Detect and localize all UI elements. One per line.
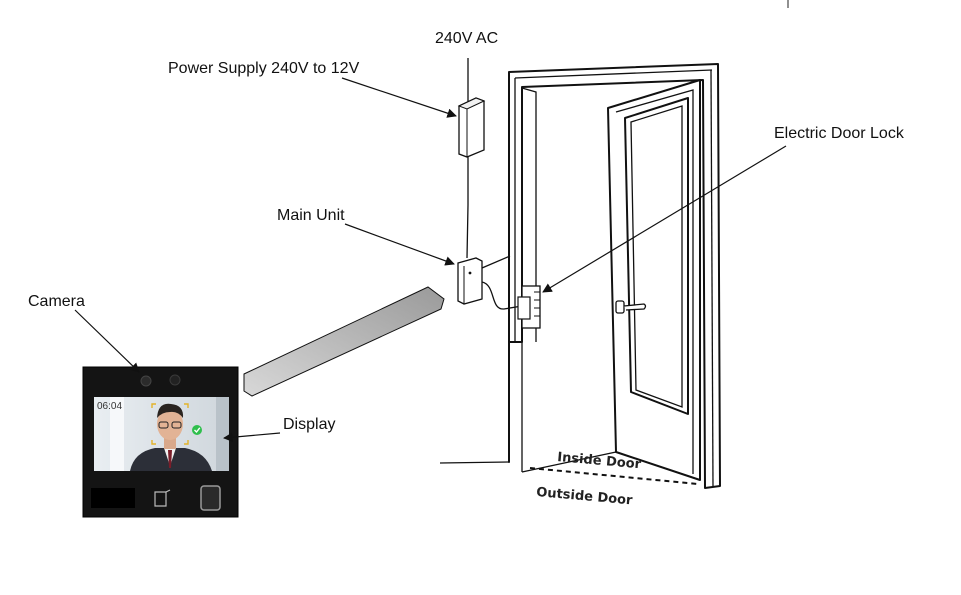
face-recognition-device: 06:04 xyxy=(82,366,239,518)
door-frame xyxy=(508,63,721,489)
power-wire xyxy=(466,157,469,259)
arrow-main-unit xyxy=(344,223,455,266)
door-leaf xyxy=(607,79,701,481)
label-power-supply: Power Supply 240V to 12V xyxy=(168,60,360,77)
label-240v-ac: 240V AC xyxy=(435,30,498,47)
electric-door-lock xyxy=(517,285,541,329)
device-screen: 06:04 xyxy=(94,397,229,471)
label-camera: Camera xyxy=(28,293,85,310)
door-handle-icon xyxy=(615,300,647,314)
arrow-camera xyxy=(74,309,140,373)
fingerprint-icon xyxy=(200,485,221,511)
arrow-display xyxy=(223,432,281,443)
arrow-power-supply xyxy=(341,77,457,118)
label-main-unit: Main Unit xyxy=(277,207,345,224)
ir-lens-icon xyxy=(169,374,181,386)
label-display: Display xyxy=(283,416,335,433)
check-icon xyxy=(192,425,202,435)
arrow-door-lock xyxy=(542,145,787,293)
label-outside-door: Outside Door xyxy=(536,485,634,508)
device-clock: 06:04 xyxy=(97,401,122,412)
main-unit-box xyxy=(457,255,523,310)
door-threshold xyxy=(439,451,699,485)
door-icon xyxy=(154,489,171,507)
label-electric-door-lock: Electric Door Lock xyxy=(774,125,905,142)
label-inside-door: Inside Door xyxy=(557,450,643,472)
card-reader-area xyxy=(91,488,135,508)
power-supply-box xyxy=(457,97,486,158)
camera-lens-icon xyxy=(140,375,152,387)
connection-beam xyxy=(243,286,445,397)
